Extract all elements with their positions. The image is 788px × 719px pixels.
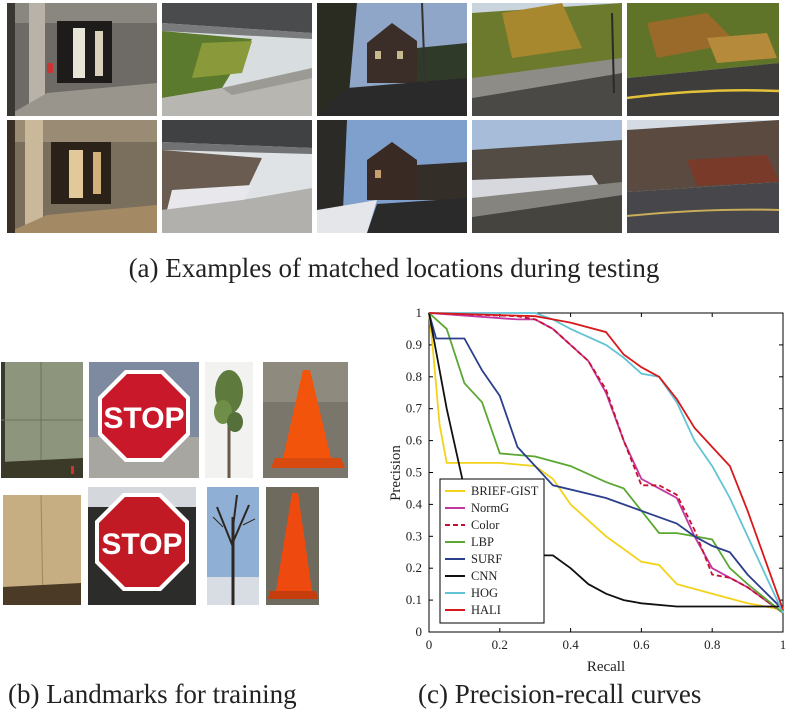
y-tick-label: 0.6 — [406, 433, 423, 448]
tree-photo — [205, 362, 253, 478]
precision-recall-chart: 0 0.2 0.4 0.6 0.8 1 0 0.1 0.2 0.3 0.4 0.5 0.6 0.7 0.8 0… — [388, 305, 787, 675]
x-axis-label: Recall — [587, 659, 625, 675]
caption-c: (c) Precision-recall curves — [418, 679, 702, 709]
house-street-photo — [317, 3, 467, 116]
y-tick-label: 0.4 — [406, 496, 423, 511]
legend-entry: CNN — [471, 569, 497, 583]
legend-entry: LBP — [471, 535, 494, 549]
y-tick-label: 1 — [416, 305, 423, 320]
series-line-brief-gist — [428, 312, 784, 611]
y-axis-label: Precision — [388, 445, 404, 501]
legend-entry: BRIEF-GIST — [471, 484, 539, 498]
y-tick-label: 0.1 — [406, 592, 422, 607]
legend-entry: HALI — [471, 603, 501, 617]
y-tick-label: 0.2 — [406, 560, 422, 575]
concrete-wall-photo — [3, 487, 81, 605]
y-tick-label: 0 — [416, 624, 423, 639]
tree-photo — [207, 487, 259, 605]
garage-interior-photo — [7, 120, 157, 233]
x-tick-label: 0.4 — [562, 637, 579, 652]
y-tick-label: 0.8 — [406, 369, 422, 384]
x-tick-label: 0.6 — [633, 637, 650, 652]
traffic-cone-photo — [266, 487, 319, 605]
y-tick-label: 0.3 — [406, 528, 422, 543]
y-tick-label: 0.7 — [406, 401, 423, 416]
legend-entry: HOG — [471, 586, 498, 600]
concrete-wall-photo — [1, 362, 83, 478]
stop-sign-photo: STOP — [89, 362, 199, 478]
legend-entry: SURF — [471, 552, 502, 566]
x-tick-label: 0 — [426, 637, 433, 652]
series-line-surf — [428, 312, 784, 611]
roadside-wall-photo — [472, 3, 622, 116]
overpass-road-photo — [162, 120, 312, 233]
legend-box — [439, 478, 545, 624]
series-line-color — [428, 312, 784, 614]
caption-a: (a) Examples of matched locations during… — [128, 253, 660, 283]
series-line-hali — [428, 312, 784, 611]
overpass-road-photo — [162, 3, 312, 116]
legend-entry: Color — [471, 518, 500, 532]
series-line-lbp — [428, 312, 784, 614]
stop-sign-text: STOP — [101, 528, 182, 561]
roadside-wall-photo — [472, 120, 622, 233]
series-line-hog — [429, 312, 784, 614]
curved-road-photo — [627, 120, 779, 233]
x-tick-label: 1 — [780, 637, 787, 652]
x-tick-label: 0.2 — [492, 637, 508, 652]
x-tick-label: 0.8 — [704, 637, 720, 652]
legend-entry: NormG — [471, 501, 509, 515]
stop-sign-photo: STOP — [88, 487, 196, 605]
traffic-cone-photo — [263, 362, 348, 478]
y-tick-label: 0.5 — [406, 465, 422, 480]
house-street-photo — [317, 120, 467, 233]
y-tick-label: 0.9 — [406, 337, 422, 352]
caption-b: (b) Landmarks for training — [8, 679, 297, 709]
stop-sign-text: STOP — [103, 402, 184, 435]
curved-road-photo — [627, 3, 779, 116]
garage-interior-photo — [7, 3, 157, 116]
